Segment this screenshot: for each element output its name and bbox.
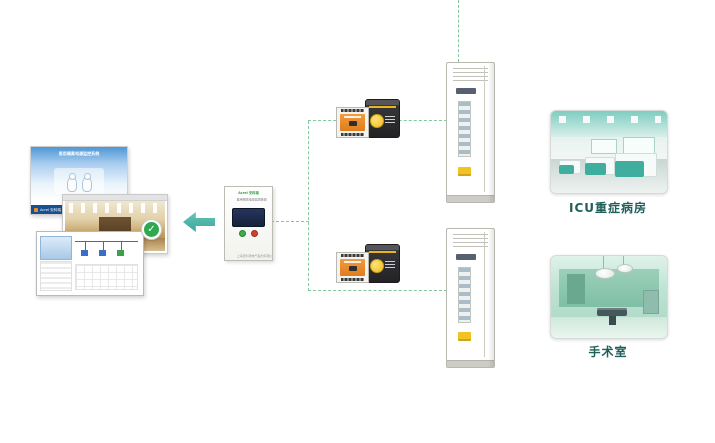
connector-or-branch — [308, 290, 447, 291]
hospital-bed — [585, 157, 615, 175]
brand-logo-icon — [34, 207, 38, 212]
panel-brand: Acrel 安科瑞 — [238, 191, 259, 195]
operating-room-label: 手术室 — [588, 345, 628, 359]
ward-ceiling-lights — [559, 116, 661, 123]
transformer-badge-icon — [370, 114, 384, 128]
check-glyph: ✓ — [147, 224, 156, 235]
cabinet-display — [456, 88, 476, 94]
data-table-grid — [75, 264, 138, 290]
operating-table — [597, 308, 627, 316]
hospital-bed — [559, 160, 581, 174]
monitor-panel: Acrel 安科瑞 医用隔离电源监控装置 上海安科瑞电气股份有限公司 — [224, 186, 273, 261]
cabinet-base — [447, 360, 494, 367]
switch-face — [340, 259, 365, 276]
ward-ceiling — [551, 111, 667, 137]
panel-buttons — [225, 231, 272, 236]
transformer-stripe — [369, 106, 396, 108]
isolation-transformer — [365, 99, 400, 138]
bus-drop — [121, 241, 122, 250]
panel-display — [232, 208, 265, 227]
operating-room-photo — [550, 255, 668, 339]
distribution-cabinet-or — [446, 228, 495, 368]
transformer-label — [385, 116, 395, 125]
icu-label: ICU重症病房 — [568, 201, 648, 215]
icu-ward-photo — [550, 110, 668, 194]
warning-sticker-icon — [458, 167, 471, 176]
window-toolbar — [63, 195, 167, 201]
transformer-stripe — [369, 251, 396, 253]
surgical-lamp — [617, 264, 633, 273]
transformer-badge-icon — [370, 259, 384, 273]
one-line-bus — [75, 241, 138, 242]
ceiling-lights — [69, 203, 161, 213]
connector-panel-to-bus — [271, 221, 309, 222]
switch-knob — [348, 121, 357, 126]
lamp-arm — [623, 256, 624, 266]
check-icon: ✓ — [142, 220, 161, 239]
terminal-strip — [341, 133, 364, 136]
cabinet-display — [456, 254, 476, 260]
terminal-strip — [341, 109, 364, 112]
terminal-strip — [341, 278, 364, 281]
door-seam — [484, 232, 485, 357]
vent-grille — [453, 68, 488, 82]
bus-drop — [85, 241, 86, 250]
ats-transfer-switch — [336, 107, 369, 138]
switch-face — [340, 114, 365, 131]
ward-window — [591, 139, 617, 154]
warning-sticker-icon — [458, 332, 471, 341]
transformer-cap — [366, 245, 399, 250]
slide-footer-brand: Acrel 安科瑞 — [40, 208, 61, 213]
mini-diagram-thumbnail — [40, 236, 72, 260]
panel-footer: 上海安科瑞电气股份有限公司 — [236, 254, 273, 259]
or-door — [567, 274, 585, 304]
isolation-transformer — [365, 244, 400, 283]
connector-bus-vertical — [308, 121, 309, 291]
medical-equipment — [643, 290, 659, 314]
slide-title: 医用隔离电源监控系统 — [58, 151, 100, 157]
panel-model: 医用隔离电源监控装置 — [236, 198, 267, 202]
person-icon — [67, 172, 77, 192]
surgical-lamp — [595, 268, 615, 279]
figures-graphic — [54, 168, 104, 194]
cabinet-base — [447, 195, 494, 202]
breaker-node — [117, 250, 124, 256]
connector-incoming-feed — [458, 0, 459, 62]
device-list — [40, 261, 72, 291]
terminal-strip — [341, 254, 364, 257]
module-strip — [458, 101, 471, 157]
vent-grille — [453, 234, 488, 248]
red-button — [252, 231, 257, 236]
person-icon — [81, 172, 92, 192]
ats-transfer-switch — [336, 252, 369, 283]
switch-knob — [348, 266, 357, 271]
table-pedestal — [609, 316, 616, 325]
software-screen-scada — [36, 231, 144, 296]
or-floor — [551, 317, 667, 338]
door-seam — [484, 66, 485, 192]
switch-label — [343, 116, 362, 118]
distribution-cabinet-icu — [446, 62, 495, 203]
flow-arrow-icon — [183, 212, 215, 232]
transformer-cap — [366, 100, 399, 105]
hospital-bed — [615, 153, 657, 177]
bus-drop — [103, 241, 104, 250]
module-strip — [458, 267, 471, 323]
transformer-label — [385, 261, 395, 270]
breaker-node — [99, 250, 106, 256]
breaker-node — [81, 250, 88, 256]
lamp-arm — [603, 256, 604, 270]
green-button — [240, 231, 245, 236]
switch-label — [343, 261, 362, 263]
